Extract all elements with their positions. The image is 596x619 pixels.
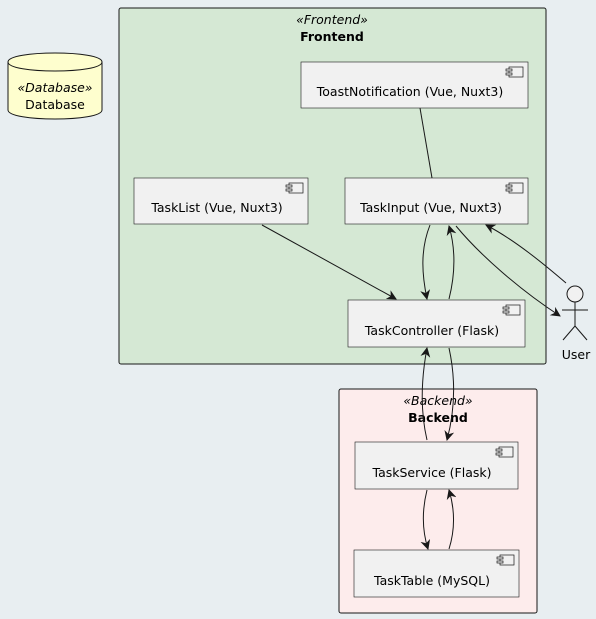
edge-taskinput-user: [455, 225, 561, 317]
component-label: TaskTable (MySQL): [373, 573, 490, 588]
component-toast-notification[interactable]: ToastNotification (Vue, Nuxt3): [300, 61, 529, 109]
component-icon: [496, 554, 515, 566]
component-box: [347, 299, 526, 348]
component-task-table[interactable]: TaskTable (MySQL): [353, 549, 520, 598]
edges: [261, 107, 567, 550]
edge-taskservice-tasktable: [420, 489, 431, 550]
edge-tasklist-taskcontroller: [261, 224, 397, 300]
database-stereotype: «Database»: [17, 80, 92, 95]
edge-tasktable-taskservice: [446, 489, 457, 550]
component-task-service[interactable]: TaskService (Flask): [354, 441, 519, 490]
database-cylinder-top: [7, 61, 103, 72]
frontend-title: Frontend: [300, 29, 364, 44]
component-task-controller[interactable]: TaskController (Flask): [347, 299, 526, 348]
component-label: TaskService (Flask): [372, 465, 492, 480]
edge-taskcontroller-taskinput: [446, 225, 457, 300]
component-box: [353, 549, 520, 598]
component-task-input[interactable]: TaskInput (Vue, Nuxt3): [344, 177, 529, 225]
edge-taskservice-taskcontroller: [420, 347, 431, 441]
edge-toast-taskinput: [419, 107, 433, 179]
backend-title: Backend: [408, 410, 468, 425]
stick-figure-icon: [562, 285, 588, 341]
component-label: TaskInput (Vue, Nuxt3): [359, 200, 502, 215]
edge-taskinput-taskcontroller: [420, 224, 431, 300]
frontend-stereotype: «Frontend»: [296, 12, 368, 27]
component-icon: [505, 66, 524, 78]
component-label: TaskList (Vue, Nuxt3): [150, 200, 282, 215]
component-box: [354, 441, 519, 490]
edge-taskcontroller-taskservice: [444, 347, 455, 441]
backend-stereotype: «Backend»: [403, 393, 472, 408]
component-task-list[interactable]: TaskList (Vue, Nuxt3): [133, 177, 309, 225]
database-label: Database: [25, 97, 85, 112]
component-icon: [495, 446, 514, 458]
component-box: [133, 177, 309, 225]
edge-user-taskinput: [485, 224, 567, 284]
component-icon: [285, 182, 304, 194]
component-label: ToastNotification (Vue, Nuxt3): [316, 84, 503, 99]
database-node: «Database» Database: [7, 52, 103, 120]
component-icon: [505, 182, 524, 194]
component-icon: [502, 304, 521, 316]
actor-user[interactable]: User: [562, 285, 591, 362]
component-box: [344, 177, 529, 225]
component-label: TaskController (Flask): [364, 323, 499, 338]
component-box: [300, 61, 529, 109]
actor-label: User: [562, 347, 591, 362]
